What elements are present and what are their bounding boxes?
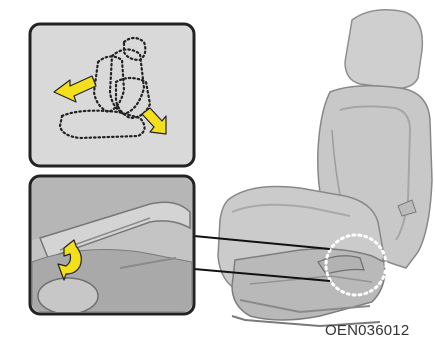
figure-code: OEN036012 xyxy=(325,322,435,339)
mount-knob xyxy=(38,278,98,314)
seat-headrest xyxy=(345,10,422,89)
inset-seat-movement xyxy=(30,24,194,166)
seat-side-shell xyxy=(232,249,385,320)
seat-illustration xyxy=(218,10,432,326)
inset-frame-top xyxy=(30,24,194,166)
inset-lever-closeup xyxy=(30,176,194,314)
